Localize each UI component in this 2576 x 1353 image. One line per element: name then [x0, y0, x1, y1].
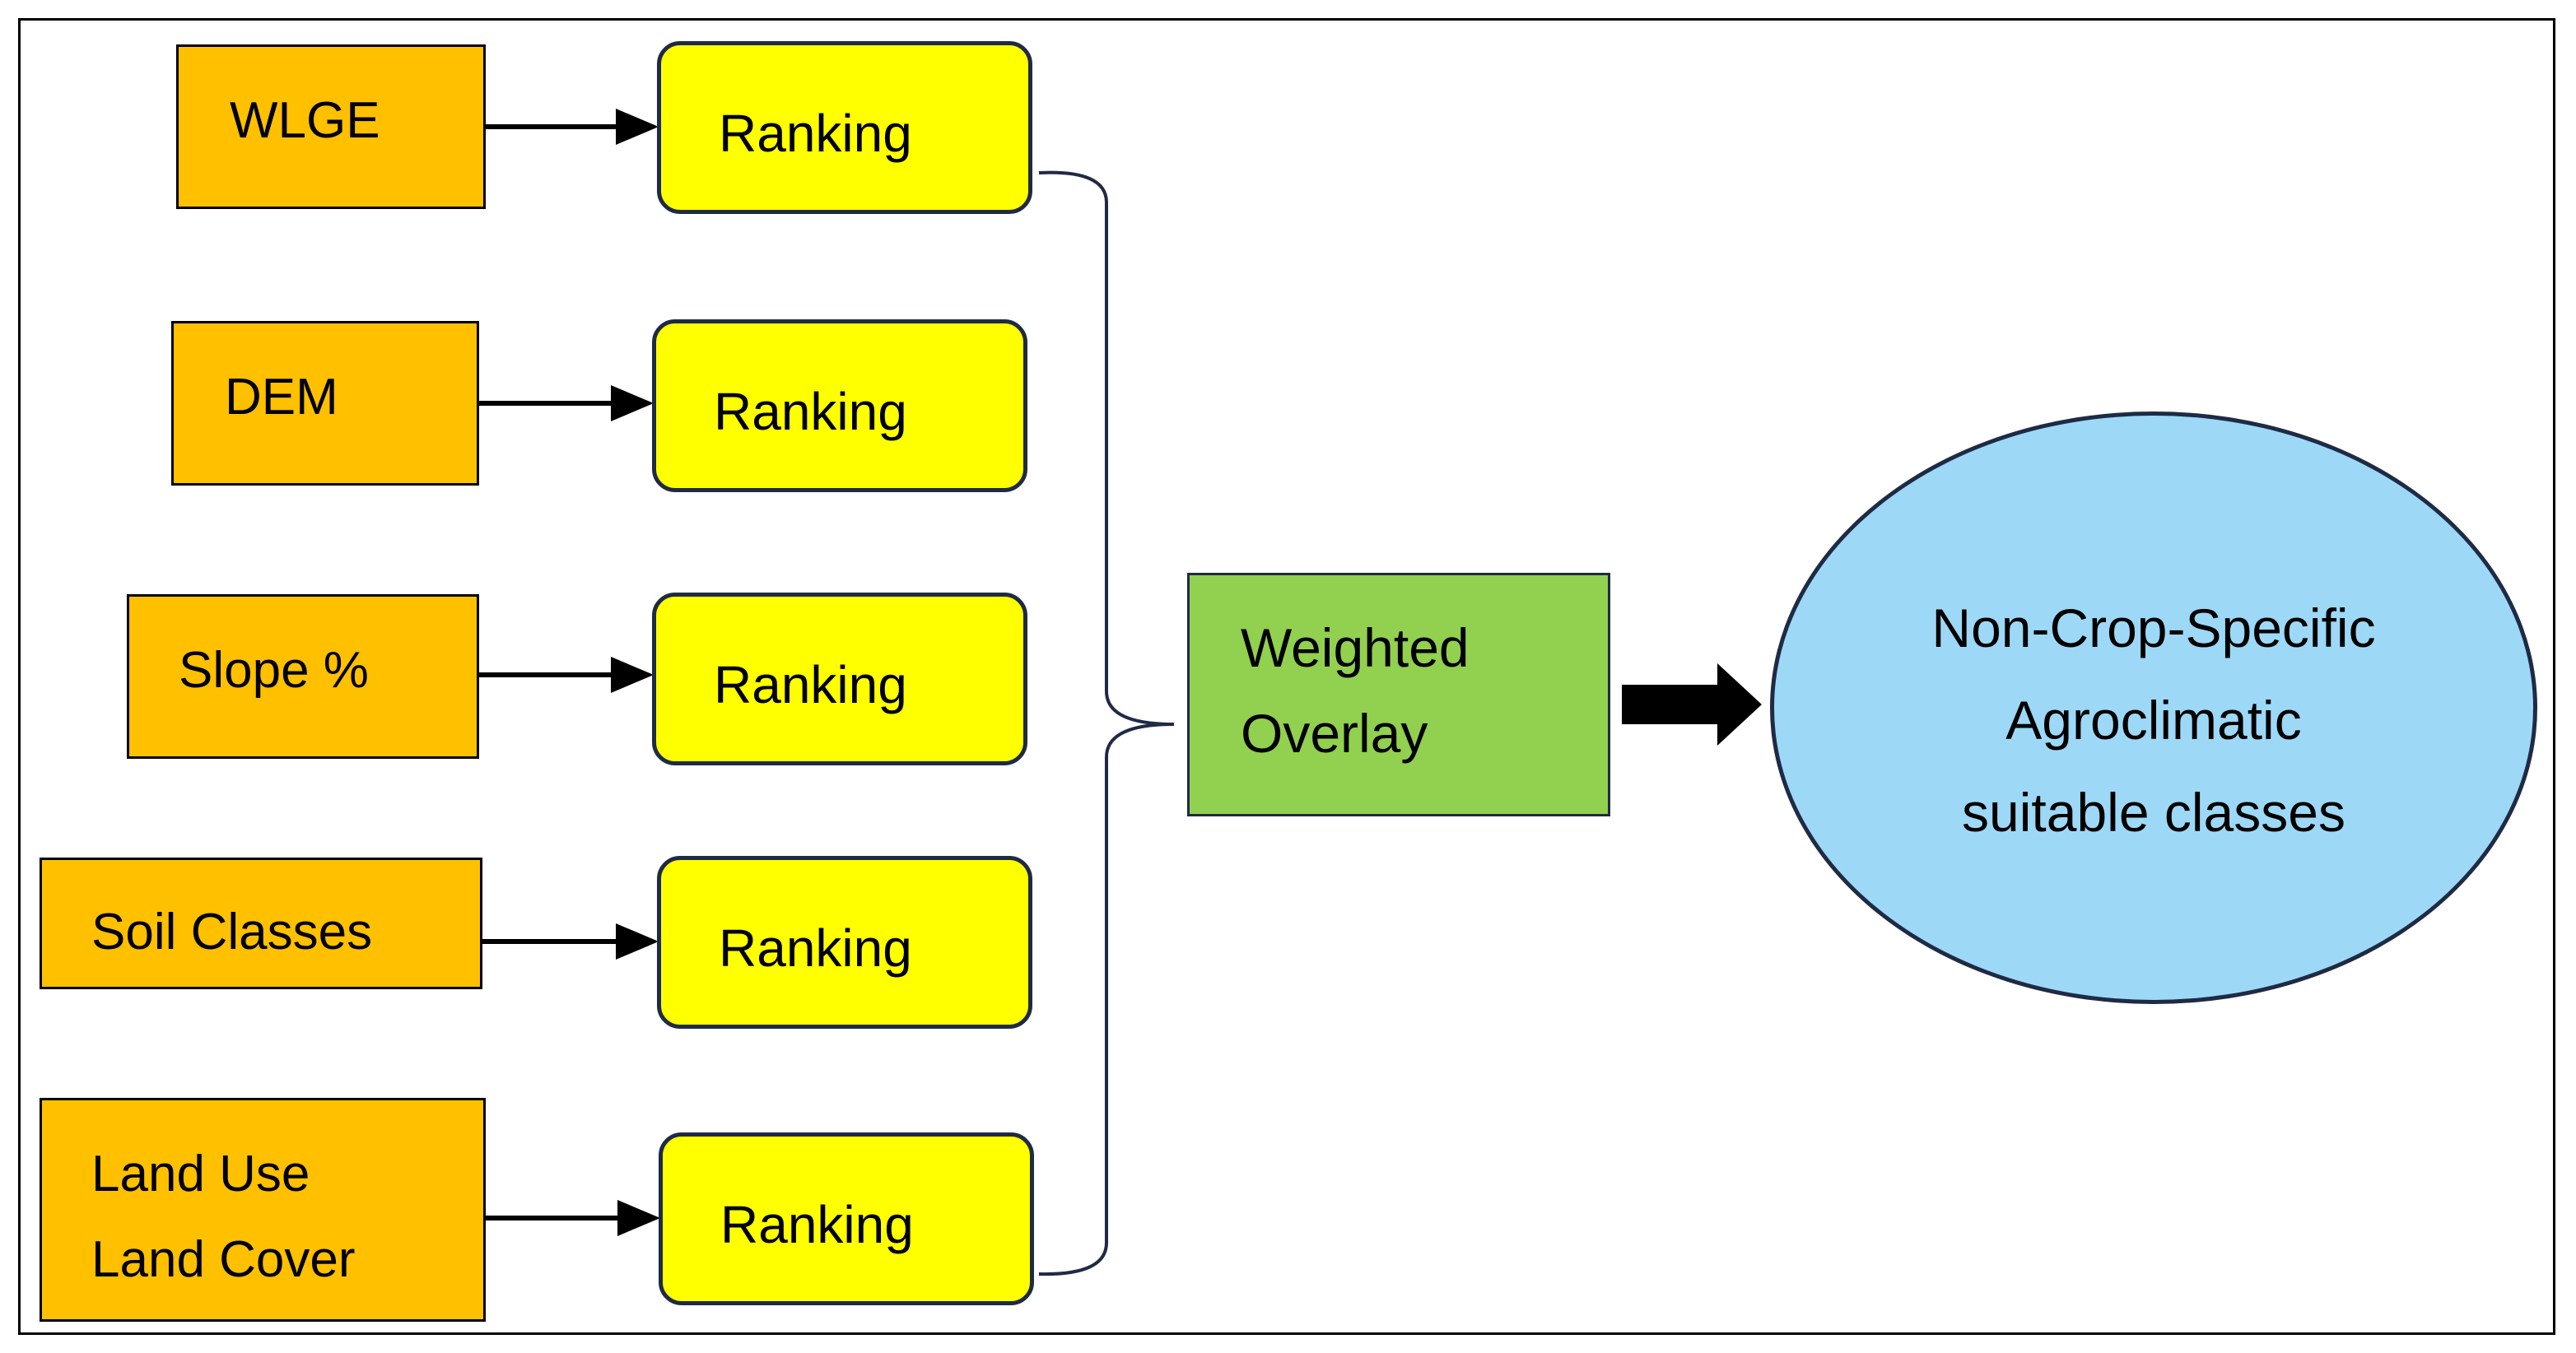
- arrow-landuse-to-ranking: [484, 1200, 660, 1236]
- arrow-slope-to-ranking: [477, 657, 654, 693]
- arrow-soil-to-ranking: [481, 923, 659, 960]
- ranking-box-soil: Ranking: [657, 856, 1032, 1029]
- ranking-box-slope: Ranking: [652, 593, 1027, 765]
- ranking-label: Ranking: [719, 918, 912, 978]
- result-label-line3: suitable classes: [1962, 782, 2345, 843]
- ranking-box-landuse: Ranking: [659, 1132, 1034, 1305]
- arrow-wlge-to-ranking: [484, 109, 659, 145]
- weighted-overlay-box: Weighted Overlay: [1187, 573, 1610, 816]
- ranking-label: Ranking: [714, 655, 907, 714]
- ranking-label: Ranking: [720, 1195, 914, 1254]
- input-label-slope: Slope %: [179, 642, 369, 699]
- ranking-label: Ranking: [714, 382, 907, 441]
- input-box-wlge: WLGE: [176, 44, 486, 209]
- suitable-classes-ellipse: Non-Crop-Specific Agroclimatic suitable …: [1770, 411, 2537, 1004]
- result-label-line2: Agroclimatic: [2005, 690, 2302, 751]
- ranking-label: Ranking: [719, 104, 912, 163]
- ranking-box-dem: Ranking: [652, 319, 1027, 492]
- input-label-wlge: WLGE: [230, 92, 380, 149]
- input-box-dem: DEM: [171, 321, 479, 486]
- result-label-line1: Non-Crop-Specific: [1931, 597, 2376, 658]
- overlay-label-line2: Overlay: [1241, 703, 1428, 764]
- overlay-label-line1: Weighted: [1241, 617, 1470, 678]
- merge-brace: [1038, 170, 1175, 1276]
- ranking-box-wlge: Ranking: [657, 41, 1032, 214]
- input-box-slope: Slope %: [127, 594, 479, 759]
- arrow-dem-to-ranking: [477, 385, 654, 421]
- input-box-soil: Soil Classes: [40, 858, 482, 989]
- input-box-landuse: Land Use Land Cover: [40, 1098, 486, 1322]
- diagram-frame: [18, 18, 2555, 1335]
- input-label-landuse-line2: Land Cover: [91, 1231, 356, 1288]
- input-label-soil: Soil Classes: [91, 904, 373, 960]
- input-label-dem: DEM: [225, 369, 338, 425]
- arrow-overlay-to-result: [1622, 663, 1762, 746]
- input-label-landuse-line1: Land Use: [91, 1146, 310, 1202]
